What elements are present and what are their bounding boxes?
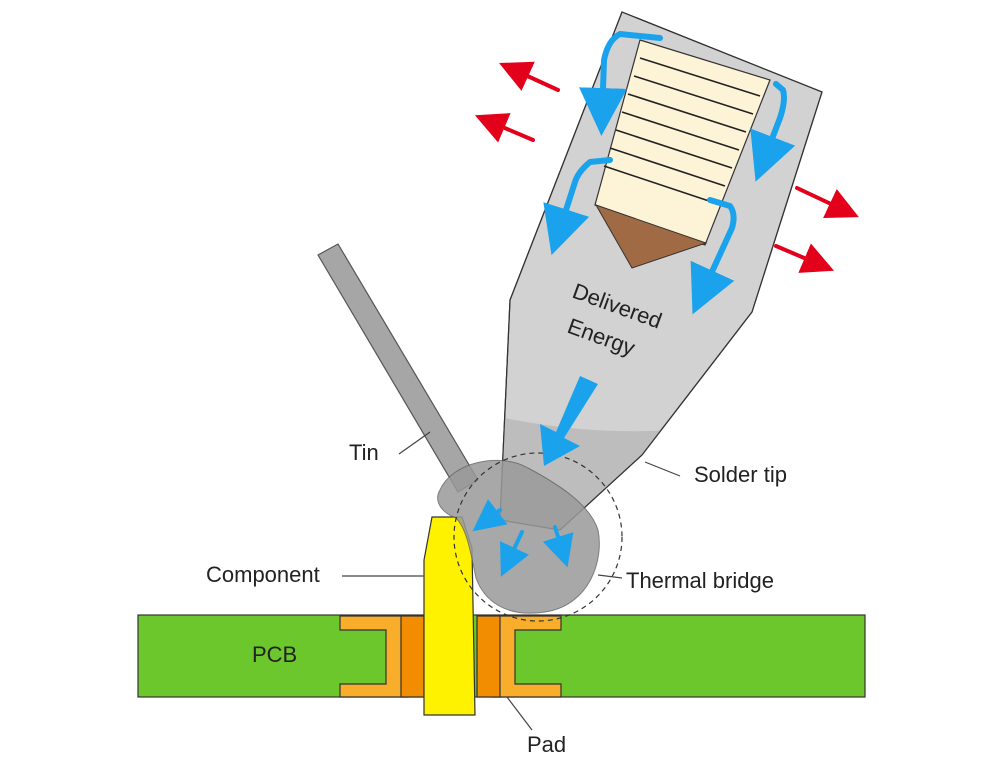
red-arrow-icon <box>474 113 535 143</box>
blue-arrow-icon <box>472 499 508 532</box>
blue-arrow-icon <box>750 81 796 182</box>
label-pcb: PCB <box>252 642 297 667</box>
pad-barrel-right <box>476 615 501 698</box>
label-thermal-bridge: Thermal bridge <box>626 568 774 593</box>
heat-loss-arrows <box>474 61 859 273</box>
tin-wire <box>317 243 479 493</box>
blue-arrow-icon <box>579 31 663 136</box>
pcb-board <box>137 614 866 698</box>
heater-element <box>594 39 771 269</box>
blue-arrow-icon <box>500 530 529 577</box>
label-component: Component <box>206 562 320 587</box>
red-arrow-icon <box>774 243 835 273</box>
label-solder-tip: Solder tip <box>694 462 787 487</box>
delivered-energy-arrow <box>540 376 598 466</box>
blue-arrow-icon <box>690 197 737 315</box>
blue-arrow-icon <box>543 157 613 256</box>
label-pad: Pad <box>527 732 566 757</box>
red-arrow-icon <box>499 61 560 92</box>
leader-lines <box>342 431 681 731</box>
pad-right <box>492 615 562 698</box>
label-tin: Tin <box>349 440 379 465</box>
energy-flow-arrows <box>472 31 796 577</box>
red-arrow-icon <box>795 186 859 218</box>
thermal-bridge-circle <box>453 452 623 622</box>
blue-arrow-icon <box>542 525 574 568</box>
heater-core <box>594 204 708 269</box>
component-lead <box>423 516 476 716</box>
pad-barrel-left <box>400 615 425 698</box>
